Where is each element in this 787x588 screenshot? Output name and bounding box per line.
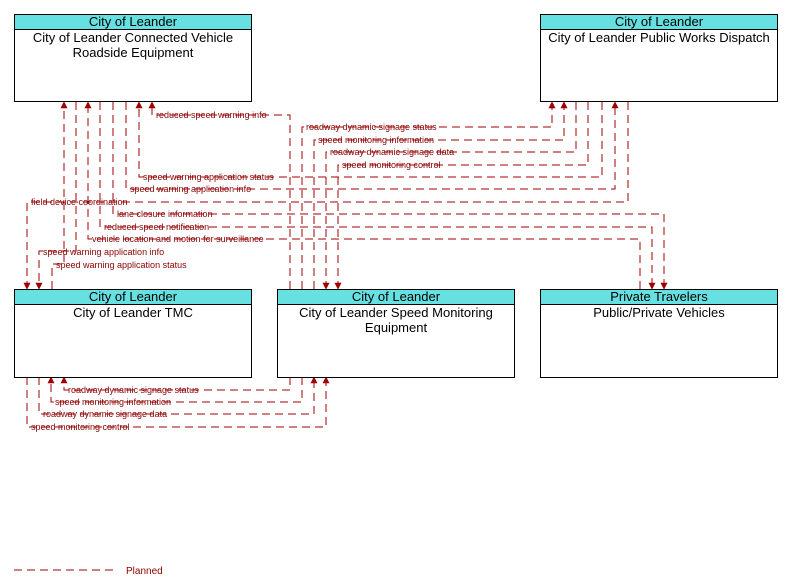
flow-speed-warning-application-status-tmc: speed warning application status bbox=[51, 101, 187, 289]
flow-label: speed warning application info bbox=[130, 184, 251, 194]
flow-reduced-speed-notification: reduced speed notification bbox=[99, 102, 656, 290]
flow-speed-warning-application-info-tmc: speed warning application info bbox=[35, 102, 164, 290]
node-tmc[interactable]: City of Leander City of Leander TMC bbox=[14, 289, 252, 378]
flow-label: roadway dynamic signage status bbox=[68, 385, 199, 395]
flow-vehicle-location-and-motion: vehicle location and motion for surveill… bbox=[84, 101, 641, 289]
flow-label: speed warning application status bbox=[56, 260, 187, 270]
flow-speed-monitoring-information-tmc: speed monitoring information bbox=[47, 376, 303, 407]
flow-label: roadway dynamic signage status bbox=[306, 122, 437, 132]
flow-label: speed monitoring control bbox=[31, 422, 130, 432]
node-name: Public/Private Vehicles bbox=[593, 305, 725, 320]
flow-label: speed monitoring information bbox=[55, 397, 171, 407]
flow-label: speed monitoring control bbox=[342, 160, 441, 170]
node-owner: City of Leander bbox=[15, 290, 251, 305]
flow-label: lane closure information bbox=[117, 209, 213, 219]
node-owner: City of Leander bbox=[541, 15, 777, 30]
flow-label: speed warning application info bbox=[43, 247, 164, 257]
flow-speed-monitoring-information: speed monitoring information bbox=[313, 101, 568, 289]
node-speed-monitoring-equipment[interactable]: City of Leander City of Leander Speed Mo… bbox=[277, 289, 515, 378]
flow-label: field device coordination bbox=[31, 197, 128, 207]
flow-label: roadway dynamic signage data bbox=[43, 409, 167, 419]
flow-speed-monitoring-control-tmc: speed monitoring control bbox=[26, 376, 330, 432]
flow-label: speed monitoring information bbox=[318, 135, 434, 145]
flow-reduced-speed-warning-info: reduced speed warning info bbox=[148, 101, 291, 289]
flow-label: vehicle location and motion for surveill… bbox=[92, 234, 264, 244]
node-name: City of Leander Public Works Dispatch bbox=[548, 30, 770, 45]
flow-roadway-dynamic-signage-data: roadway dynamic signage data bbox=[322, 102, 577, 290]
flow-lane-closure-information: lane closure information bbox=[112, 102, 668, 290]
flow-roadway-dynamic-signage-data-tmc: roadway dynamic signage data bbox=[38, 376, 318, 419]
node-name: City of Leander TMC bbox=[73, 305, 193, 320]
node-name: City of Leander Connected Vehicle Roadsi… bbox=[32, 30, 234, 60]
node-owner: City of Leander bbox=[278, 290, 514, 305]
node-public-private-vehicles[interactable]: Private Travelers Public/Private Vehicle… bbox=[540, 289, 778, 378]
node-owner: Private Travelers bbox=[541, 290, 777, 305]
flow-speed-warning-application-info-cv: speed warning application info bbox=[125, 101, 619, 194]
flow-label: speed warning application status bbox=[143, 172, 274, 182]
flow-roadway-dynamic-signage-status: roadway dynamic signage status bbox=[301, 101, 556, 289]
flow-speed-monitoring-control: speed monitoring control bbox=[334, 102, 589, 290]
legend: Planned bbox=[14, 566, 163, 577]
flow-label: reduced speed warning info bbox=[156, 110, 267, 120]
flow-label: reduced speed notification bbox=[104, 222, 209, 232]
node-name: City of Leander Speed Monitoring Equipme… bbox=[299, 305, 493, 335]
legend-label: Planned bbox=[126, 566, 163, 577]
flow-roadway-dynamic-signage-status-tmc: roadway dynamic signage status bbox=[60, 376, 291, 395]
node-owner: City of Leander bbox=[15, 15, 251, 30]
node-public-works-dispatch[interactable]: City of Leander City of Leander Public W… bbox=[540, 14, 778, 102]
flow-field-device-coordination: field device coordination bbox=[23, 102, 629, 290]
flow-label: roadway dynamic signage data bbox=[330, 147, 454, 157]
flow-speed-warning-application-status-cv: speed warning application status bbox=[135, 101, 603, 182]
node-connected-vehicle-roadside-equipment[interactable]: City of Leander City of Leander Connecte… bbox=[14, 14, 252, 102]
